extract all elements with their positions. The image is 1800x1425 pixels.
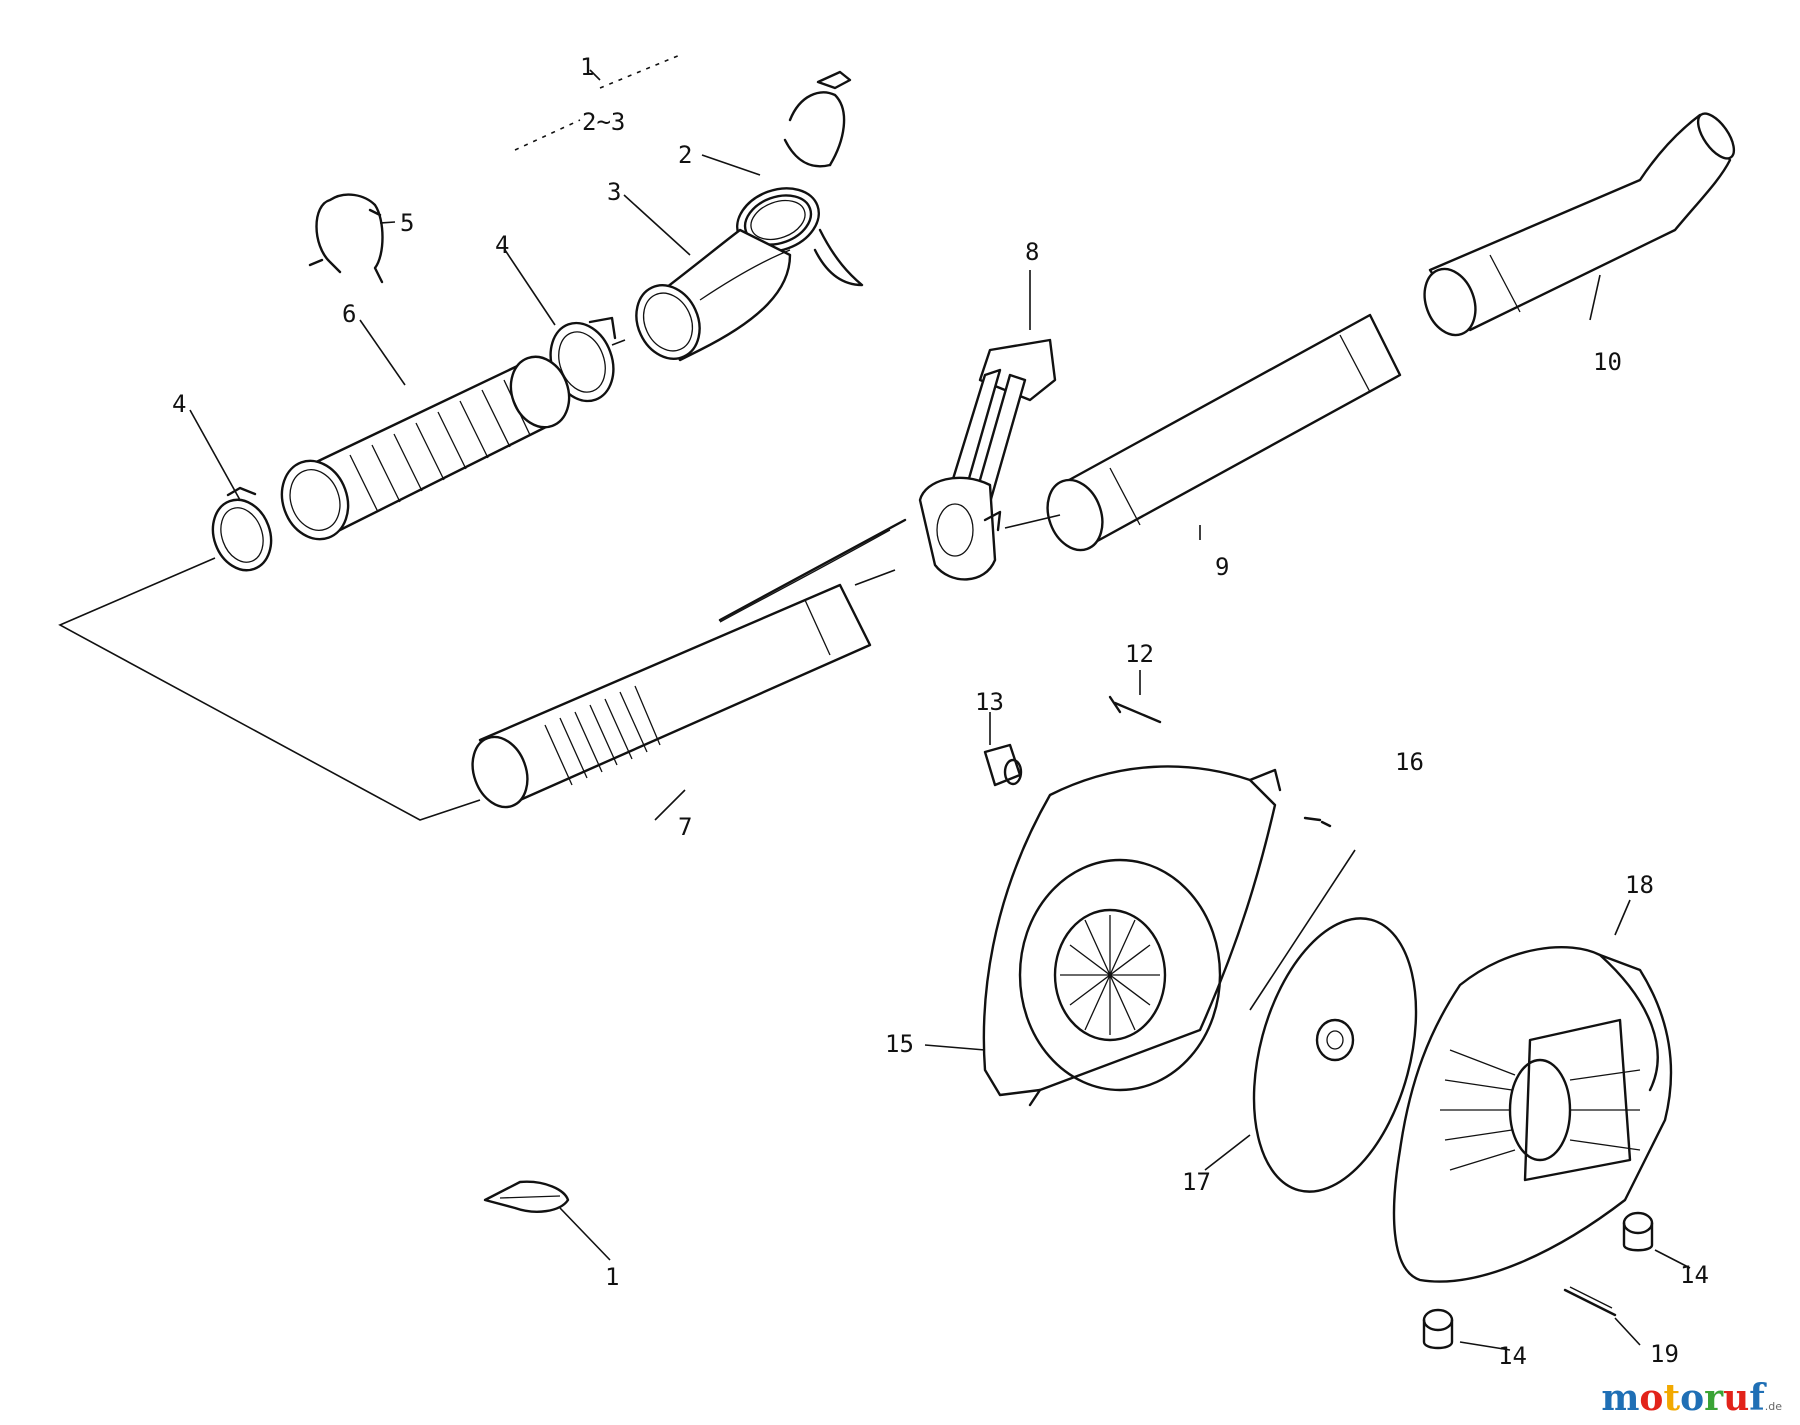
logo-letter: u [1723,1377,1750,1419]
callout-1-bottom: 1 [605,1263,619,1291]
logo-letter: r [1704,1377,1724,1419]
part-17-impeller [1252,917,1418,1193]
callout-7: 7 [678,813,692,841]
part-18-ribs [1440,1049,1641,1171]
callout-5: 5 [400,209,414,237]
logo-letter: f [1749,1377,1765,1419]
callout-4a: 4 [495,231,509,259]
logo-letter: t [1663,1377,1681,1419]
part-13-plug [983,743,1023,787]
callout-6: 6 [342,300,356,328]
assembly-frame-lines [58,514,1061,821]
callout-19: 19 [1650,1340,1679,1368]
part-15-fan-housing [982,765,1282,1107]
logo-suffix: .de [1764,1400,1782,1413]
callout-14b: 14 [1498,1342,1527,1370]
callout-3: 3 [607,178,621,206]
leader-lines [189,69,1691,1351]
part-5-clip [308,193,384,284]
callout-9: 9 [1215,553,1229,581]
callout-13: 13 [975,688,1004,716]
part-14-plug-right [1622,1211,1654,1252]
logo-letter: o [1680,1377,1705,1419]
callout-2-3: 2~3 [582,108,625,136]
callout-1-top: 1 [580,53,594,81]
part-15-grille [1060,915,1160,1035]
part-4-hose-clamp-lower [211,486,273,572]
part-3-elbow [635,228,792,362]
callout-18: 18 [1625,871,1654,899]
part-9-middle-tube [1046,313,1402,552]
part-12-bolt [1108,695,1162,724]
part-8-handle [918,338,1057,581]
callout-16: 16 [1395,748,1424,776]
callout-14a: 14 [1680,1261,1709,1289]
logo-letter: o [1639,1377,1664,1419]
part-6-flex-hose [280,355,571,541]
callout-8: 8 [1025,238,1039,266]
callout-12: 12 [1125,640,1154,668]
callout-15: 15 [885,1030,914,1058]
callout-17: 17 [1182,1168,1211,1196]
part-14-plug-bottom [1422,1308,1454,1350]
part-1-clip [483,1180,570,1213]
callout-labels: 1 2~3 2 3 5 4 6 4 8 10 9 12 13 16 7 18 1… [172,53,1709,1370]
part-1-housing-bracket [783,70,864,287]
part-2-elbow-ring [736,187,820,253]
motoruf-logo: motoruf.de [1601,1377,1782,1419]
part-18-rear-housing [1392,946,1673,1283]
callout-2: 2 [678,141,692,169]
callout-10: 10 [1593,348,1622,376]
part-7-lower-tube [471,518,907,809]
part-19-screw [1563,1286,1617,1317]
callout-4b: 4 [172,390,186,418]
part-10-nozzle [1423,112,1736,337]
logo-letter: m [1601,1377,1640,1419]
part-16-screws [1249,816,1356,1011]
reference-dashes [514,54,681,151]
